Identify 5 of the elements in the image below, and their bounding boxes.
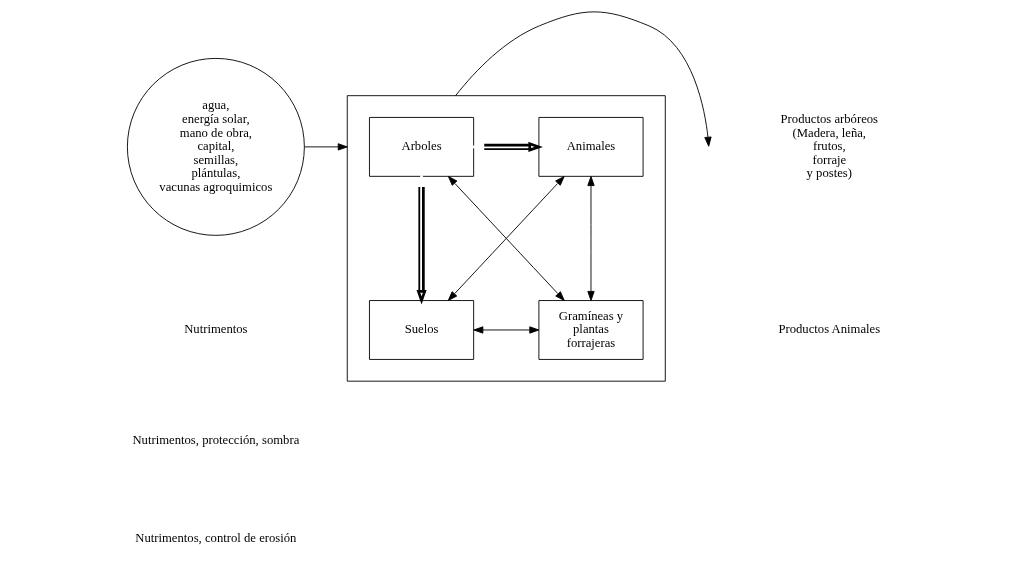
legend-label: Nutrimentos, control de erosión <box>135 531 297 546</box>
legend-label: Nutrimentos, protección, sombra <box>132 433 300 448</box>
label: Productos Animales <box>778 322 881 337</box>
legend-label: Nutrimentos <box>184 322 248 337</box>
label: Productos arbóreos (Madera, leña, frutos, forraje y postes) <box>780 112 879 181</box>
